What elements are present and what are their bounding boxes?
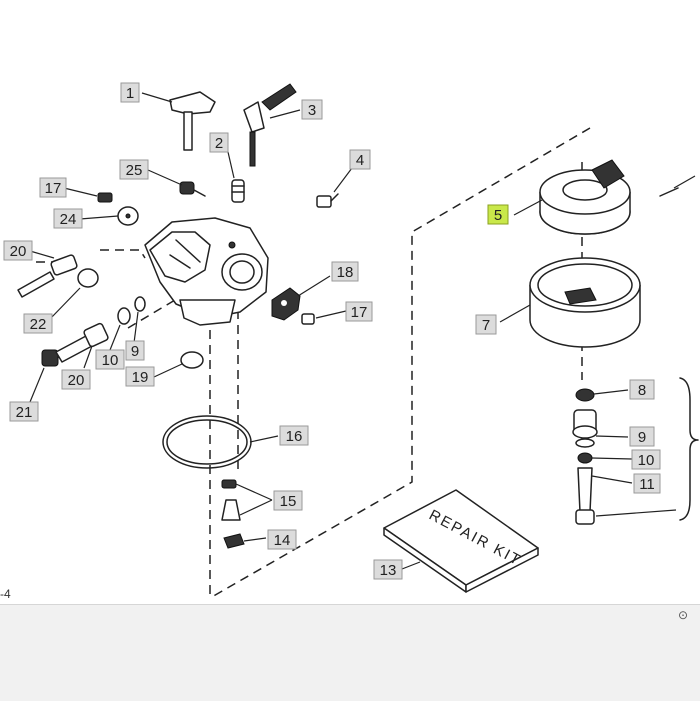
- callout-17-top: 17: [39, 177, 67, 198]
- callout-5: 5: [487, 204, 509, 225]
- svg-text:18: 18: [337, 264, 354, 281]
- svg-text:25: 25: [126, 162, 143, 179]
- callout-25: 25: [119, 159, 149, 180]
- callout-10-left: 10: [95, 349, 125, 370]
- svg-text:9: 9: [131, 343, 139, 360]
- svg-text:10: 10: [102, 352, 119, 369]
- callout-13: 13: [373, 559, 403, 580]
- svg-text:20: 20: [10, 243, 27, 260]
- svg-text:17: 17: [45, 180, 62, 197]
- callout-9-right: 9: [629, 426, 655, 447]
- part-1-throttle-shaft: [169, 91, 216, 151]
- part-22-cup: [77, 268, 99, 288]
- part-18-plate: [271, 287, 301, 321]
- callout-9-left: 9: [125, 340, 145, 361]
- svg-text:8: 8: [638, 382, 646, 399]
- svg-text:2: 2: [215, 135, 223, 152]
- callout-19: 19: [125, 366, 155, 387]
- callout-16: 16: [279, 425, 309, 446]
- svg-text:5: 5: [494, 207, 502, 224]
- svg-text:9: 9: [638, 429, 646, 446]
- leader-lines: [29, 92, 696, 570]
- chevron-circle-icon[interactable]: ⊙: [678, 608, 689, 622]
- svg-text:7: 7: [482, 317, 490, 334]
- svg-text:13: 13: [380, 562, 397, 579]
- part-5-float: [539, 159, 679, 235]
- callout-8: 8: [629, 379, 655, 400]
- svg-text:14: 14: [274, 532, 291, 549]
- part-24-choke-plate: [117, 206, 139, 226]
- part-13-repair-kit: REPAIR KIT: [383, 489, 539, 593]
- callout-11: 11: [633, 473, 661, 494]
- callout-2: 2: [209, 132, 229, 153]
- callout-21: 21: [9, 401, 39, 422]
- svg-text:20: 20: [68, 372, 85, 389]
- part-2-spring: [231, 179, 245, 203]
- callout-18: 18: [331, 261, 359, 282]
- part-16-gasket: [162, 415, 252, 469]
- svg-text:15: 15: [280, 493, 297, 510]
- svg-text:3: 3: [308, 102, 316, 119]
- group-brace: [679, 377, 699, 521]
- callout-10-right: 10: [631, 449, 661, 470]
- part-14-clip: [223, 533, 245, 549]
- callout-14: 14: [267, 529, 297, 550]
- corner-text: -4: [0, 587, 11, 601]
- parts-8-11-stack: [572, 388, 598, 525]
- part-20-needle-upper: [17, 254, 78, 298]
- part-9-ring-left: [134, 296, 146, 312]
- callout-3: 3: [301, 99, 323, 120]
- svg-text:11: 11: [639, 476, 655, 493]
- svg-text:4: 4: [356, 152, 364, 169]
- part-10-washer-left: [117, 307, 131, 325]
- part-15-seat-and-needle: [221, 479, 241, 521]
- svg-text:1: 1: [126, 85, 134, 102]
- callout-24: 24: [53, 208, 83, 229]
- callout-1: 1: [120, 82, 140, 103]
- callout-22: 22: [23, 313, 53, 334]
- svg-text:24: 24: [60, 211, 77, 228]
- part-19-plug: [180, 351, 204, 369]
- part-4-screw: [316, 193, 339, 208]
- part-25-spring: [179, 181, 206, 197]
- part-17-screw: [97, 192, 113, 203]
- svg-text:10: 10: [638, 452, 655, 469]
- callout-7: 7: [475, 314, 497, 335]
- callout-20-bottom: 20: [61, 369, 91, 390]
- callout-4: 4: [349, 149, 371, 170]
- callout-17-right: 17: [345, 301, 373, 322]
- svg-text:17: 17: [351, 304, 368, 321]
- part-17-screw-right: [301, 313, 315, 325]
- callouts: 1 2 3 4 5 7 8 9 10 11 13 14 15 16 17 17 …: [3, 82, 661, 580]
- svg-text:22: 22: [30, 316, 47, 333]
- svg-text:21: 21: [16, 404, 33, 421]
- part-7-float-bowl: [529, 257, 641, 348]
- carburetor-body: [144, 217, 269, 326]
- svg-text:16: 16: [286, 428, 303, 445]
- bottom-toolbar: [0, 604, 700, 701]
- svg-text:19: 19: [132, 369, 149, 386]
- part-3-choke-lever: [243, 83, 297, 167]
- callout-15: 15: [273, 490, 303, 511]
- callout-20-top: 20: [3, 240, 33, 261]
